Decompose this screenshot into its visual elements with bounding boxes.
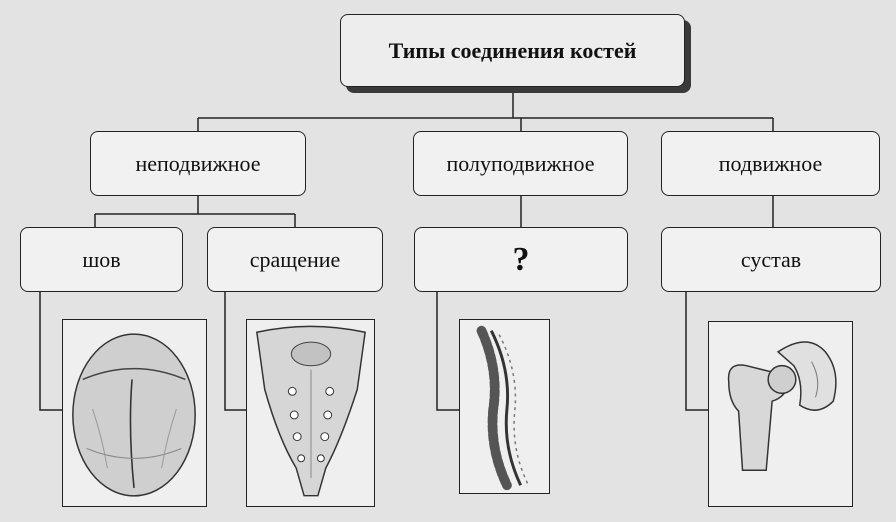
root-node: Типы соединения костей [340, 14, 685, 87]
spine-icon [476, 325, 530, 491]
spine-frame [459, 319, 550, 494]
category-label: неподвижное [135, 150, 261, 176]
sacrum-frame [246, 319, 375, 507]
hip-joint-icon [727, 341, 837, 471]
category-label: подвижное [718, 150, 823, 176]
skull-frame [62, 319, 207, 507]
subtype-unknown: ? [414, 227, 628, 292]
subtype-suture: шов [20, 227, 183, 292]
root-label: Типы соединения костей [388, 37, 637, 63]
hip-joint-frame [708, 321, 853, 507]
sacrum-icon [256, 325, 366, 497]
category-label: полуподвижное [446, 150, 595, 176]
subtype-label: шов [82, 246, 121, 272]
subtype-label: сустав [740, 246, 802, 272]
subtype-label: сращение [249, 246, 341, 272]
subtype-joint: сустав [661, 227, 881, 292]
category-fixed: неподвижное [90, 131, 306, 196]
category-mobile: подвижное [661, 131, 880, 196]
category-semimobile: полуподвижное [413, 131, 628, 196]
question-mark: ? [512, 240, 530, 278]
skull-icon [72, 333, 196, 497]
subtype-fusion: сращение [207, 227, 383, 292]
